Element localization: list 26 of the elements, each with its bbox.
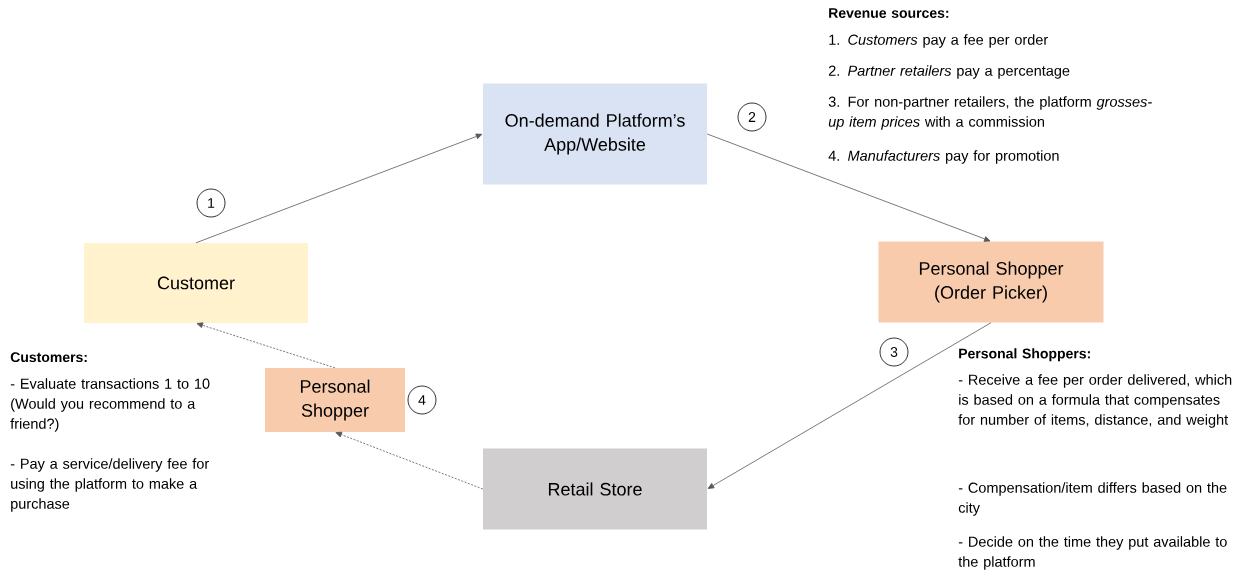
arrow (195, 133, 483, 244)
arrow (706, 133, 991, 242)
callout-number: 3 (879, 337, 909, 367)
note-heading: Personal Shoppers: (959, 348, 1090, 362)
note-text: 4. Manufacturers pay for promotion (828, 150, 1059, 164)
process-box: Retail Store (483, 448, 707, 530)
note-text: - Compensation/item differs based on the city (958, 482, 1227, 516)
arrow (707, 322, 992, 489)
dashed-arrow (335, 431, 484, 490)
note-text: 2. Partner retailers pay a percentage (828, 65, 1070, 79)
note-text: 1. Customers pay a fee per order (829, 34, 1048, 48)
process-box: On-demand Platform’s App/Website (483, 83, 707, 185)
callout-number: 1 (196, 188, 226, 218)
note-text: - Receive a fee per order delivered, which is based on a formula that compensates for number of items, distance, and weight (958, 374, 1232, 428)
process-box: Customer (84, 243, 308, 323)
note-text: - Evaluate transactions 1 to 10 (Would you recommend to a friend?) (10, 378, 210, 432)
note-text: 3. For non-partner retailers, the platform grosses-up item prices with a commission (828, 96, 1152, 130)
callout-number: 4 (407, 385, 437, 415)
note-heading: Revenue sources: (829, 8, 949, 18)
process-box: Personal Shopper (Order Picker) (878, 241, 1104, 323)
note-text: - Pay a service/delivery fee for using the platform to make a purchase (10, 458, 209, 512)
note-text: - Decide on the time they put available to the platform (958, 536, 1227, 570)
callout-number: 2 (737, 102, 767, 132)
note-heading: Customers: (10, 352, 87, 363)
process-box: Personal Shopper (265, 368, 405, 432)
dashed-arrow (196, 322, 336, 369)
